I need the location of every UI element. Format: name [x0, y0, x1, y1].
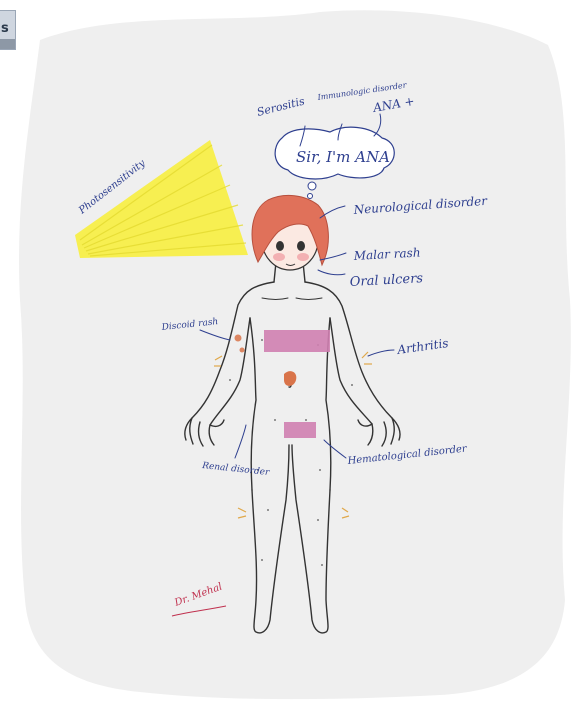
background-blob [19, 10, 571, 699]
speech-bubble-text: Sir, I'm ANA [296, 148, 390, 166]
chest-censor-bar [264, 330, 330, 352]
hip-censor-bar [284, 422, 316, 438]
